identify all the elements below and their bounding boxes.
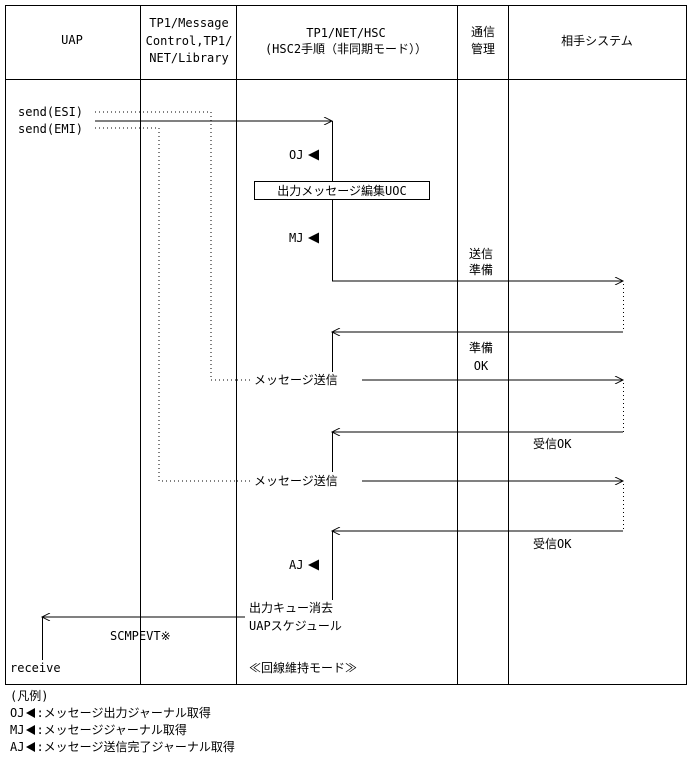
header-partner: 相手システム <box>561 34 633 48</box>
label-ready-ok-line2: OK <box>474 359 489 373</box>
diagram-frame <box>5 5 687 685</box>
header-message-control-line3: NET/Library <box>149 51 228 65</box>
header-comm-mgmt-line2: 管理 <box>471 41 495 56</box>
legend-item-mj: MJ :メッセージジャーナル取得 <box>10 722 235 739</box>
journal-marker-icon <box>26 725 36 735</box>
header-uap: UAP <box>61 33 83 47</box>
label-send-esi: send(ESI) <box>18 105 83 119</box>
oj-marker-icon <box>308 149 319 161</box>
label-send-emi: send(EMI) <box>18 122 83 136</box>
legend-item-oj: OJ :メッセージ出力ジャーナル取得 <box>10 705 235 722</box>
label-message-send-1: メッセージ送信 <box>254 372 338 387</box>
legend-item-aj: AJ :メッセージ送信完了ジャーナル取得 <box>10 739 235 756</box>
label-line-keep-mode: ≪回線維持モード≫ <box>249 660 357 675</box>
label-receive: receive <box>10 661 61 675</box>
label-mj: MJ <box>289 231 303 245</box>
label-receive-ok-1: 受信OK <box>533 437 572 451</box>
uoc-box <box>254 181 430 200</box>
journal-marker-icon <box>26 708 36 718</box>
label-oj: OJ <box>289 148 303 162</box>
mj-marker-icon <box>308 232 319 244</box>
dotted-emi-path <box>95 127 237 482</box>
label-send-ready-line2: 準備 <box>469 262 493 277</box>
label-uap-schedule: UAPスケジュール <box>249 619 342 633</box>
label-ready-ok-line1: 準備 <box>469 340 493 355</box>
label-send-ready-line1: 送信 <box>469 246 493 261</box>
label-scmpevt: SCMPEVT※ <box>110 629 171 643</box>
aj-marker-icon <box>308 559 319 571</box>
legend: (凡例) OJ :メッセージ出力ジャーナル取得 MJ :メッセージジャーナル取得 A… <box>10 688 235 756</box>
legend-code: OJ <box>10 706 25 720</box>
label-aj: AJ <box>289 558 303 572</box>
legend-code: AJ <box>10 740 25 754</box>
header-message-control-line1: TP1/Message <box>149 16 228 30</box>
header-comm-mgmt-line1: 通信 <box>471 25 495 39</box>
dotted-esi-path <box>95 111 237 381</box>
header-net-hsc-line2: (HSC2手順（非同期モード）） <box>265 42 427 56</box>
journal-marker-icon <box>26 742 36 752</box>
legend-text: :メッセージ出力ジャーナル取得 <box>36 706 211 720</box>
header-net-hsc-line1: TP1/NET/HSC <box>306 26 385 40</box>
label-queue-clear: 出力キュー消去 <box>249 601 333 615</box>
legend-title: (凡例) <box>10 689 49 703</box>
label-receive-ok-2: 受信OK <box>533 537 572 551</box>
label-message-send-2: メッセージ送信 <box>254 473 338 488</box>
legend-text: :メッセージジャーナル取得 <box>36 723 187 737</box>
legend-code: MJ <box>10 723 25 737</box>
legend-text: :メッセージ送信完了ジャーナル取得 <box>36 740 235 754</box>
header-message-control-line2: Control,TP1/ <box>146 34 233 48</box>
uoc-box-label: 出力メッセージ編集UOC <box>277 183 406 198</box>
